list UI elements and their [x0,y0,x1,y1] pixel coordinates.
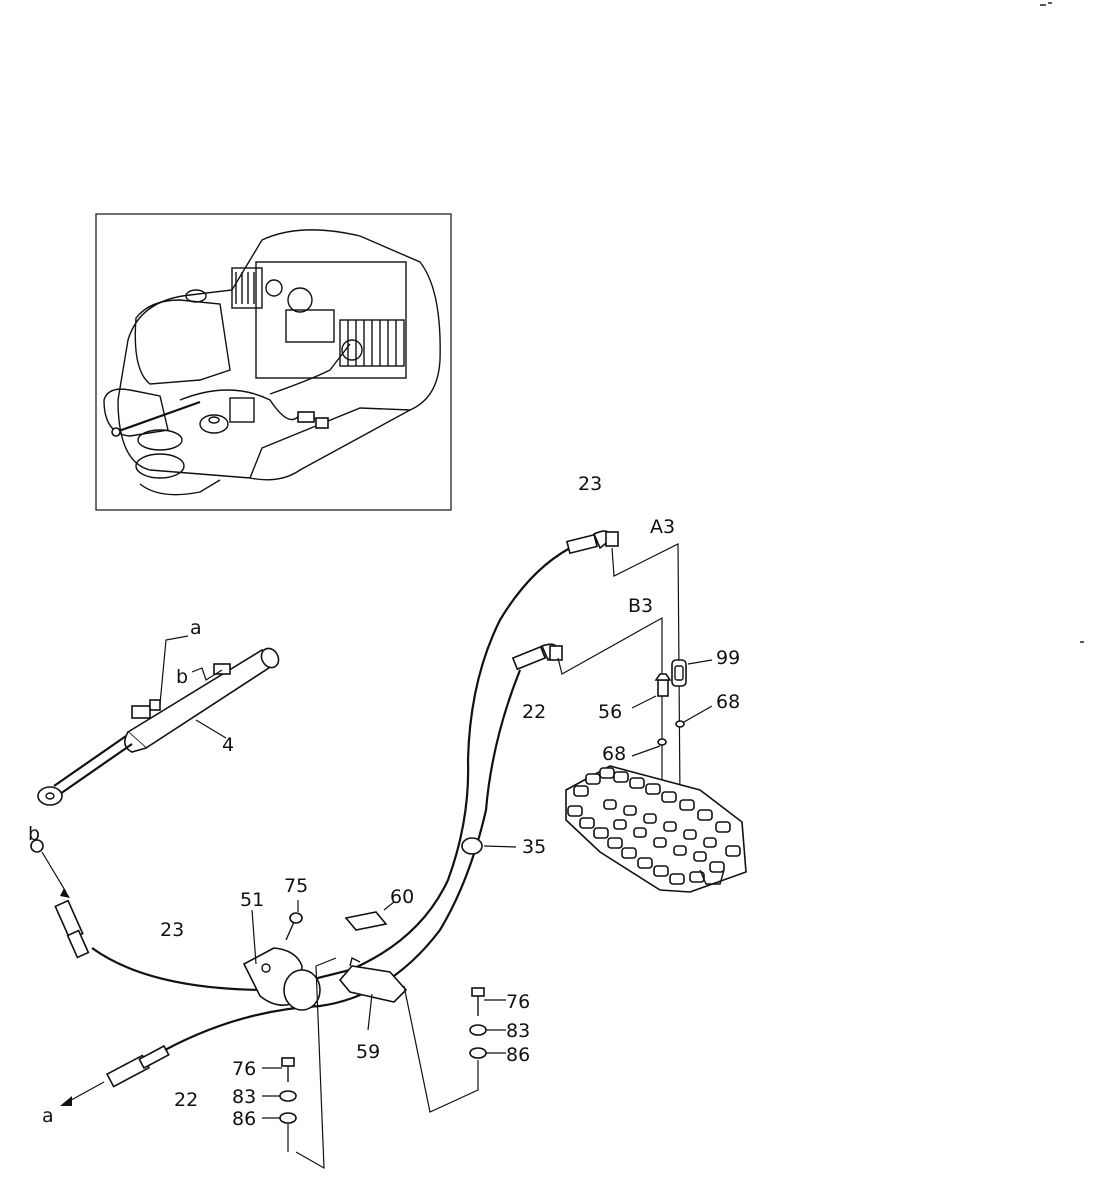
label-51: 51 [240,889,264,911]
inset-valve-bank [339,319,405,367]
cylinder-port-b [213,663,231,675]
fitting-23-elbow [565,530,619,555]
plate-59 [338,956,408,1031]
o-ring-68-mid [657,738,667,746]
cylinder-port-a [131,705,151,719]
label-a-bottom: a [42,1105,54,1127]
label-86-right: 86 [506,1044,530,1066]
label-76-left: 76 [232,1058,256,1080]
label-23-left: 23 [160,919,184,941]
label-76-right: 76 [506,991,530,1013]
hardware-right [469,987,506,1059]
bolt-75 [285,900,303,941]
clamp-35 [461,837,517,855]
mounting-leaders [295,957,479,1170]
label-59: 59 [356,1041,380,1063]
label-86-left: 86 [232,1108,256,1130]
label-4: 4 [222,734,234,756]
label-75: 75 [284,875,308,897]
inset-frame [95,213,452,511]
o-ring-68-right [675,720,685,728]
label-83-right: 83 [506,1020,530,1042]
label-35: 35 [522,836,546,858]
clip-60 [344,901,395,931]
label-23-top: 23 [578,473,602,495]
label-68-right: 68 [716,691,740,713]
label-a-top: a [190,617,202,639]
fitting-22-elbow [511,643,563,671]
connector-99 [671,659,687,687]
hose-end-b [30,839,90,959]
hardware-left [262,1057,297,1152]
connection-leaders [557,543,713,801]
hose-22 [164,669,522,1051]
hose-23 [91,547,571,992]
part-labels: 23 A3 B3 99 68 22 56 68 a b 4 b 35 60 51… [28,473,740,1130]
label-83-left: 83 [232,1086,256,1108]
label-22-bottom: 22 [174,1089,198,1111]
hose-end-a [60,1044,170,1106]
label-56: 56 [598,701,622,723]
label-b-left: b [28,823,40,845]
connector-56 [654,673,672,697]
label-68-mid: 68 [602,743,626,765]
label-B3: B3 [628,595,653,617]
machine-overview-inset [95,213,452,511]
label-b-top: b [176,666,188,688]
hydraulic-cylinder-4 [37,635,280,806]
corner-mark [1040,2,1052,6]
bracket-51 [242,909,321,1011]
label-A3: A3 [650,516,675,538]
control-valve-bank [565,765,747,893]
engine-compartment [255,261,407,379]
label-22-top: 22 [522,701,546,723]
label-99: 99 [716,647,740,669]
label-60: 60 [390,886,414,908]
cylinder-rod-eye [37,786,63,806]
